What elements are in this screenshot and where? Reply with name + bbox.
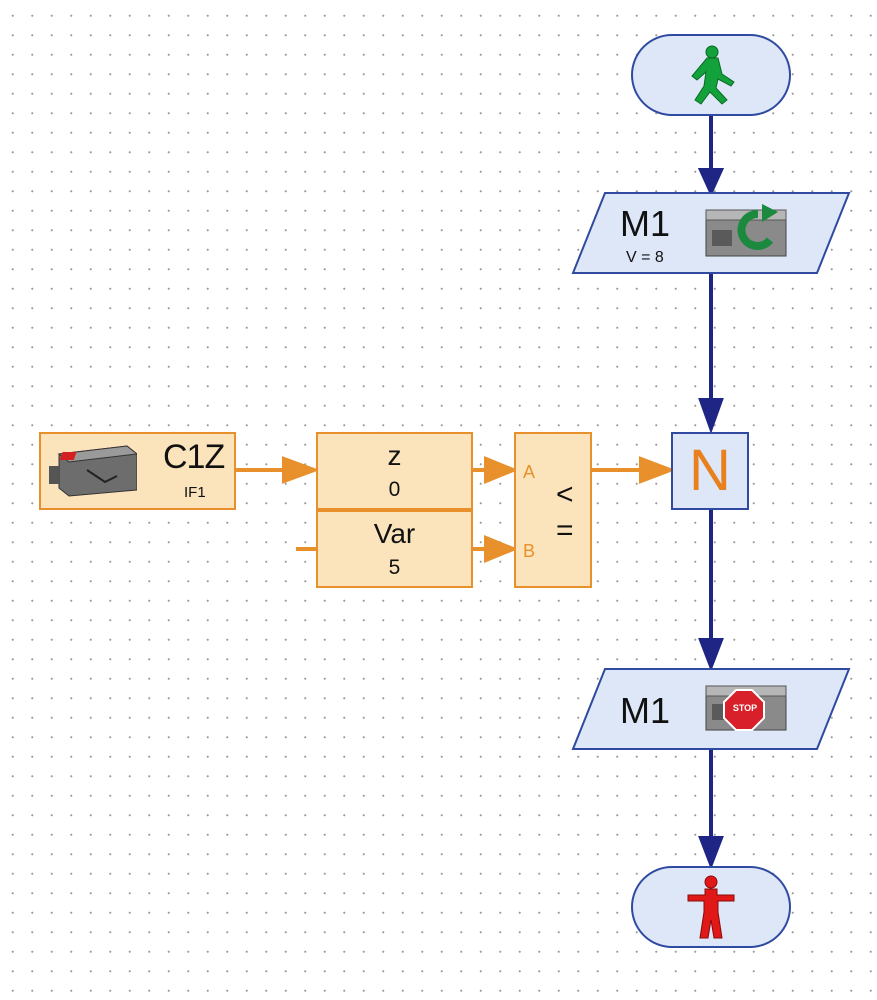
variable-name: Var: [373, 518, 416, 549]
interface-label: IF1: [184, 484, 206, 501]
input-b-label: B: [523, 541, 536, 561]
flow-wires: [697, 115, 725, 870]
variable-value: 0: [388, 478, 401, 501]
variable-var-block[interactable]: Var 5: [316, 510, 473, 588]
branch-label: N: [689, 438, 731, 503]
counter-input-block[interactable]: C1Z IF1: [39, 432, 236, 510]
variable-value: 5: [388, 556, 401, 579]
input-a-label: A: [523, 462, 536, 482]
variable-name: z: [387, 440, 402, 471]
green-walking-man-icon: [691, 45, 735, 105]
counter-switch-icon: [49, 445, 137, 497]
data-wires: [236, 456, 676, 563]
sensor-label: C1Z: [163, 438, 225, 476]
branch-block[interactable]: N: [671, 432, 749, 510]
comparator-block[interactable]: A B < =: [514, 432, 592, 588]
equal-operator: =: [556, 514, 574, 547]
less-than-operator: <: [556, 478, 574, 511]
variable-z-block[interactable]: z 0: [316, 432, 473, 510]
